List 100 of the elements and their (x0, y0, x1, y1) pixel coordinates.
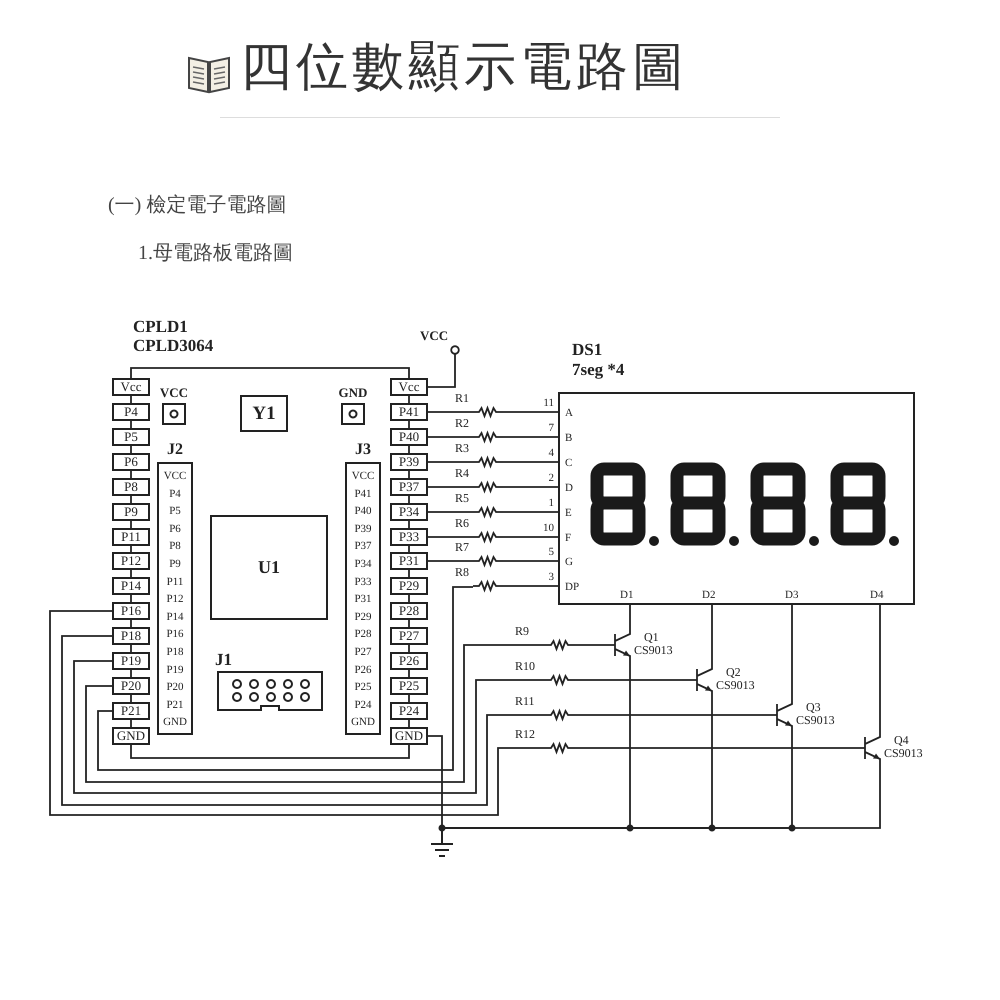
wire (408, 595, 410, 602)
pin-label: P21 (112, 702, 150, 720)
connector-label: J2 (166, 441, 184, 460)
pin-name: D3 (785, 588, 798, 603)
pin-name: P27 (353, 645, 373, 660)
wire (130, 620, 132, 627)
wire (428, 411, 473, 413)
wire (408, 720, 410, 727)
wire (130, 595, 132, 602)
wire (130, 745, 410, 759)
wire (408, 421, 410, 428)
pin-label: P28 (390, 602, 428, 620)
resistor-label: R7 (455, 541, 470, 554)
pin-name: P12 (165, 592, 185, 608)
part-number: CS9013 (716, 679, 755, 692)
pin-label: P8 (112, 478, 150, 496)
wire (503, 536, 558, 538)
wire (130, 421, 132, 428)
wire (428, 511, 473, 513)
pin-label: Vcc (390, 378, 428, 396)
pin-label: P41 (390, 403, 428, 421)
pin-name: P33 (353, 574, 373, 590)
pin-name: D2 (702, 588, 716, 603)
wire (130, 396, 132, 403)
wire (503, 436, 558, 438)
wire (575, 644, 600, 646)
pin-label: P31 (390, 552, 428, 570)
pin-label: P40 (390, 428, 428, 446)
test-point-label: VCC (158, 385, 190, 401)
pin-name: P9 (168, 557, 182, 572)
pin-label: P19 (112, 652, 150, 670)
wire (879, 605, 881, 734)
wire (408, 670, 410, 677)
pin-name: P11 (166, 574, 184, 590)
component-label: Q1 (643, 631, 659, 644)
pin-name: G (565, 555, 573, 570)
wire (575, 679, 682, 681)
wire (408, 620, 410, 627)
wire (85, 644, 545, 783)
pin-label: P37 (390, 478, 428, 496)
wire (503, 585, 558, 587)
pin-label: P39 (390, 453, 428, 471)
component-label: Q4 (893, 734, 909, 747)
wire (428, 354, 456, 388)
ic-chip: U1 (210, 515, 328, 620)
pin-label: P14 (112, 577, 150, 595)
pin-name: P4 (168, 486, 182, 502)
component-label: CPLD1 (133, 318, 188, 337)
resistor-label: R10 (515, 660, 536, 673)
pin-name: A (565, 406, 573, 421)
wire (49, 610, 545, 816)
pin-label: P9 (112, 503, 150, 521)
resistor-label: R3 (455, 442, 470, 455)
section-heading: (一) 檢定電子電路圖 (108, 194, 286, 216)
wire (408, 695, 410, 702)
wire (503, 461, 558, 463)
resistor-label: R12 (515, 728, 536, 741)
pin-name: P16 (165, 627, 185, 642)
component-label: Q2 (725, 666, 741, 679)
wire (428, 536, 473, 538)
pin-name: P14 (165, 610, 185, 625)
wire (130, 496, 132, 503)
wire (428, 560, 473, 562)
wire (629, 605, 631, 631)
subsection-heading: 1.母電路板電路圖 (138, 242, 293, 264)
pin-label: P27 (390, 627, 428, 645)
wire (73, 660, 545, 794)
part-number: CS9013 (884, 747, 923, 760)
wire (130, 446, 132, 453)
pin-name: P21 (165, 698, 185, 713)
wire (130, 521, 132, 528)
wire (130, 570, 132, 577)
wire (575, 714, 762, 716)
pin-label: P29 (390, 577, 428, 595)
wire (711, 605, 713, 666)
pin-name: P25 (353, 680, 373, 696)
resistor-label: R1 (455, 392, 470, 405)
test-point-label: GND (338, 385, 368, 401)
resistor-label: R9 (515, 625, 530, 638)
pin-name: P34 (353, 557, 373, 572)
pin-name: VCC (350, 469, 376, 484)
wire (408, 496, 410, 503)
pin-name: P6 (168, 522, 182, 537)
title: 四位數顯示電路圖 (240, 36, 689, 99)
pin-name: E (565, 506, 572, 521)
pin-label: P33 (390, 528, 428, 546)
pin-name: P37 (353, 539, 373, 554)
wire (428, 436, 473, 438)
part-number: 7seg *4 (572, 360, 624, 380)
connector-label: J3 (354, 441, 372, 460)
pin-name: GND (162, 715, 188, 730)
pin-label: P34 (390, 503, 428, 521)
pin-name: GND (350, 715, 376, 730)
pin-label: GND (112, 727, 150, 745)
pin-name: P26 (353, 662, 373, 678)
wire (575, 747, 850, 749)
wire (130, 546, 132, 552)
wire (97, 586, 473, 771)
pin-name: DP (565, 580, 580, 595)
pin-name: P18 (165, 645, 185, 660)
